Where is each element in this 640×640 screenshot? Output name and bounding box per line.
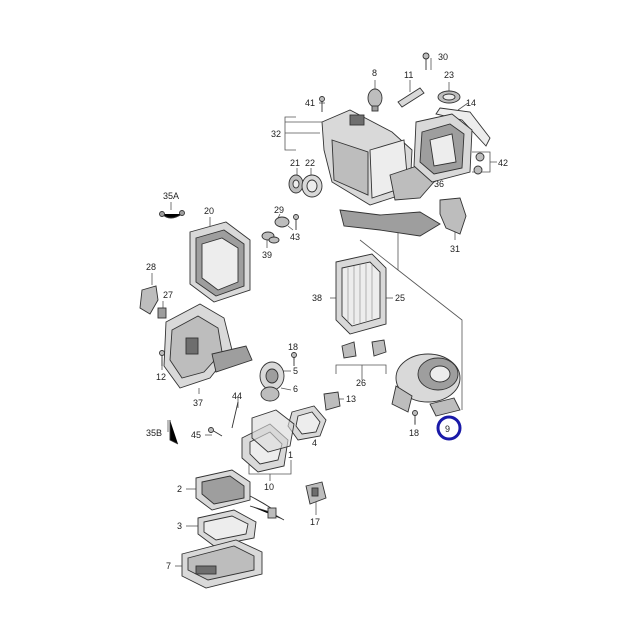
callout-20: 20 bbox=[204, 206, 214, 216]
blower-motor-9-part bbox=[391, 353, 461, 417]
callout-38: 38 bbox=[312, 293, 322, 303]
callout-9: 9 bbox=[445, 424, 450, 434]
callout-labels: 30 8 11 23 41 14 32 42 21 22 36 35A 20 2… bbox=[146, 52, 508, 571]
actuator-5-6-part bbox=[259, 361, 285, 402]
callout-23: 23 bbox=[444, 70, 454, 80]
callout-4: 4 bbox=[312, 438, 317, 448]
callout-12: 12 bbox=[156, 372, 166, 382]
callout-37: 37 bbox=[193, 398, 203, 408]
callout-8: 8 bbox=[372, 68, 377, 78]
callout-1: 1 bbox=[288, 450, 293, 460]
callout-14: 14 bbox=[466, 98, 476, 108]
grommet-23-part bbox=[437, 90, 461, 104]
callout-6: 6 bbox=[293, 384, 298, 394]
callout-18-upper: 18 bbox=[288, 342, 298, 352]
screw-12-part bbox=[159, 350, 165, 366]
callout-29: 29 bbox=[274, 205, 284, 215]
callout-45: 45 bbox=[191, 430, 201, 440]
callout-7: 7 bbox=[166, 561, 171, 571]
callout-30: 30 bbox=[438, 52, 448, 62]
callout-27: 27 bbox=[163, 290, 173, 300]
sensor-8-part bbox=[367, 88, 383, 112]
callout-5: 5 bbox=[293, 366, 298, 376]
seals-1-10-part bbox=[241, 409, 295, 473]
sensor-13-part bbox=[323, 391, 341, 411]
wire-harness-part bbox=[249, 505, 285, 521]
filter-38-25-part bbox=[335, 253, 387, 335]
callout-43: 43 bbox=[290, 232, 300, 242]
callout-35b: 35B bbox=[146, 428, 162, 438]
sensor-35b-part bbox=[169, 420, 179, 445]
flange-22-part bbox=[301, 174, 323, 198]
callout-31: 31 bbox=[450, 244, 460, 254]
fitting-39-part bbox=[261, 231, 280, 244]
rod-44-part bbox=[231, 401, 239, 429]
clips-42-part bbox=[473, 152, 485, 175]
callout-13: 13 bbox=[346, 394, 356, 404]
clips-26-part bbox=[341, 339, 387, 359]
filter-tray-2-part bbox=[195, 469, 275, 511]
callout-32: 32 bbox=[271, 129, 281, 139]
callout-44: 44 bbox=[232, 391, 242, 401]
callout-3: 3 bbox=[177, 521, 182, 531]
callout-25: 25 bbox=[395, 293, 405, 303]
parts bbox=[139, 52, 491, 589]
callout-35a: 35A bbox=[163, 191, 179, 201]
callout-28: 28 bbox=[146, 262, 156, 272]
screw-45-part bbox=[208, 427, 223, 437]
highlight-circle bbox=[436, 415, 462, 441]
callout-21: 21 bbox=[290, 158, 300, 168]
callout-39: 39 bbox=[262, 250, 272, 260]
screw-18a-part bbox=[291, 352, 297, 366]
screw-43-part bbox=[293, 214, 299, 230]
screw-18b-part bbox=[412, 410, 418, 424]
filter-element-3-part bbox=[197, 509, 257, 547]
bracket-28-part bbox=[139, 285, 159, 315]
heater-core-20-part bbox=[189, 221, 251, 303]
clip-27-part bbox=[157, 307, 167, 319]
callout-22: 22 bbox=[305, 158, 315, 168]
bracket-31-part bbox=[439, 197, 467, 235]
callout-11: 11 bbox=[404, 70, 413, 80]
callout-17: 17 bbox=[310, 517, 320, 527]
seal-14-part bbox=[435, 107, 491, 147]
flap-housing-36-part bbox=[413, 113, 473, 183]
callout-2: 2 bbox=[177, 484, 182, 494]
ring-21-part bbox=[288, 174, 304, 194]
callout-42: 42 bbox=[498, 158, 508, 168]
bracket-11-part bbox=[397, 87, 425, 108]
gasket-4-part bbox=[287, 405, 327, 441]
fitting-29-part bbox=[274, 216, 290, 228]
callout-36: 36 bbox=[434, 179, 444, 189]
callout-10: 10 bbox=[264, 482, 274, 492]
callout-26: 26 bbox=[356, 378, 366, 388]
callout-18-lower: 18 bbox=[409, 428, 419, 438]
screw-41-part bbox=[319, 96, 325, 112]
lower-housing-37-part bbox=[163, 303, 253, 389]
sensor-35a-part bbox=[159, 210, 185, 219]
screw-30-part bbox=[422, 52, 430, 70]
connector-17-part bbox=[305, 481, 327, 505]
callout-41: 41 bbox=[305, 98, 315, 108]
lower-cover-7-part bbox=[181, 539, 263, 589]
